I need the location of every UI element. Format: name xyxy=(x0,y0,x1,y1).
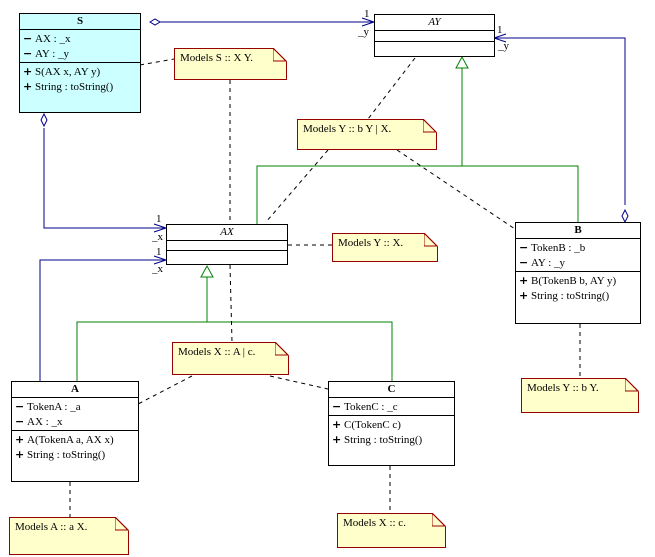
class-s-attribute: −AX : _x xyxy=(23,32,71,45)
class-b-attribute: −AY : _y xyxy=(519,256,566,269)
class-s-operation: +S(AX x, AY y) xyxy=(23,65,101,78)
class-ay-name: AY xyxy=(375,15,494,31)
note-fold-icon xyxy=(273,48,287,62)
public-icon: + xyxy=(15,433,25,446)
association-s-ay[interactable] xyxy=(149,17,376,27)
class-ax-attributes xyxy=(167,241,287,251)
public-icon: + xyxy=(23,80,33,93)
class-c-name: C xyxy=(329,382,454,398)
generalization-to-ay[interactable] xyxy=(256,55,579,224)
class-b-attributes: −TokenB : _b −AY : _y xyxy=(516,239,640,272)
class-a-attributes: −TokenA : _a −AX : _x xyxy=(12,398,138,431)
class-a-operation: +A(TokenA a, AX x) xyxy=(15,433,114,446)
private-icon: − xyxy=(15,415,25,428)
class-ax[interactable]: AX xyxy=(166,224,288,265)
note-text: Models Y :: b Y | X. xyxy=(303,123,392,135)
role-a-ax: _x xyxy=(152,263,163,275)
role-s-ay: _y xyxy=(358,26,369,38)
role-s-ax: _x xyxy=(152,231,163,243)
class-s-operation: +String : toString() xyxy=(23,80,114,93)
class-c-operation: +String : toString() xyxy=(332,433,423,446)
class-c-operation: +C(TokenC c) xyxy=(332,418,401,431)
class-b-attribute: −TokenB : _b xyxy=(519,241,586,254)
multiplicity-a-ax: 1 xyxy=(156,246,162,258)
private-icon: − xyxy=(519,256,529,269)
note-text: Models Y :: b Y. xyxy=(527,382,599,394)
class-c-attributes: −TokenC : _c xyxy=(329,398,454,416)
private-icon: − xyxy=(519,241,529,254)
class-c-operations: +C(TokenC c) +String : toString() xyxy=(329,416,454,448)
class-a-operations: +A(TokenA a, AX x) +String : toString() xyxy=(12,431,138,463)
note-models-y-x[interactable]: Models Y :: X. xyxy=(332,233,438,262)
note-models-a[interactable]: Models A :: a X. xyxy=(9,517,129,555)
class-s-attributes: −AX : _x −AY : _y xyxy=(20,30,140,63)
class-a-name: A xyxy=(12,382,138,398)
class-s-name: S xyxy=(20,14,140,30)
note-fold-icon xyxy=(424,233,438,247)
class-ax-name: AX xyxy=(167,225,287,241)
public-icon: + xyxy=(519,274,529,287)
note-text: Models X :: A | c. xyxy=(178,346,256,358)
association-a-ax[interactable] xyxy=(39,255,168,381)
public-icon: + xyxy=(15,448,25,461)
note-fold-icon xyxy=(625,378,639,392)
class-b-operation: +B(TokenB b, AY y) xyxy=(519,274,617,287)
class-b[interactable]: B −TokenB : _b −AY : _y +B(TokenB b, AY … xyxy=(515,222,641,324)
class-a-attribute: −AX : _x xyxy=(15,415,63,428)
association-b-ay[interactable] xyxy=(492,33,629,224)
note-fold-icon xyxy=(275,342,289,356)
generalization-to-ax[interactable] xyxy=(76,264,393,381)
class-a-attribute: −TokenA : _a xyxy=(15,400,81,413)
class-s[interactable]: S −AX : _x −AY : _y +S(AX x, AY y) +Stri… xyxy=(19,13,141,113)
role-b-ay: _y xyxy=(498,40,509,52)
public-icon: + xyxy=(23,65,33,78)
class-s-operations: +S(AX x, AY y) +String : toString() xyxy=(20,63,140,95)
class-ay-attributes xyxy=(375,31,494,42)
private-icon: − xyxy=(23,32,33,45)
note-models-s[interactable]: Models S :: X Y. xyxy=(174,48,287,80)
private-icon: − xyxy=(15,400,25,413)
class-c[interactable]: C −TokenC : _c +C(TokenC c) +String : to… xyxy=(328,381,455,466)
private-icon: − xyxy=(332,400,342,413)
note-models-y-b[interactable]: Models Y :: b Y. xyxy=(521,378,639,413)
note-models-x-or[interactable]: Models X :: A | c. xyxy=(172,342,289,375)
note-models-y-or[interactable]: Models Y :: b Y | X. xyxy=(297,119,437,150)
multiplicity-s-ax: 1 xyxy=(156,213,162,225)
public-icon: + xyxy=(332,433,342,446)
note-text: Models X :: c. xyxy=(343,517,406,529)
public-icon: + xyxy=(332,418,342,431)
class-ay[interactable]: AY xyxy=(374,14,495,57)
note-anchors xyxy=(69,57,581,517)
class-b-name: B xyxy=(516,223,640,239)
multiplicity-b-ay: 1 xyxy=(497,24,503,36)
note-fold-icon xyxy=(432,513,446,527)
note-fold-icon xyxy=(423,119,437,133)
private-icon: − xyxy=(23,47,33,60)
multiplicity-s-ay: 1 xyxy=(364,8,370,20)
class-a[interactable]: A −TokenA : _a −AX : _x +A(TokenA a, AX … xyxy=(11,381,139,482)
class-b-operations: +B(TokenB b, AY y) +String : toString() xyxy=(516,272,640,304)
note-text: Models S :: X Y. xyxy=(180,52,254,64)
association-s-ax[interactable] xyxy=(40,112,168,233)
note-text: Models Y :: X. xyxy=(338,237,404,249)
note-text: Models A :: a X. xyxy=(15,521,88,533)
note-models-x-c[interactable]: Models X :: c. xyxy=(337,513,446,548)
class-s-attribute: −AY : _y xyxy=(23,47,70,60)
class-a-operation: +String : toString() xyxy=(15,448,106,461)
class-c-attribute: −TokenC : _c xyxy=(332,400,398,413)
note-fold-icon xyxy=(115,517,129,531)
class-b-operation: +String : toString() xyxy=(519,289,610,302)
public-icon: + xyxy=(519,289,529,302)
